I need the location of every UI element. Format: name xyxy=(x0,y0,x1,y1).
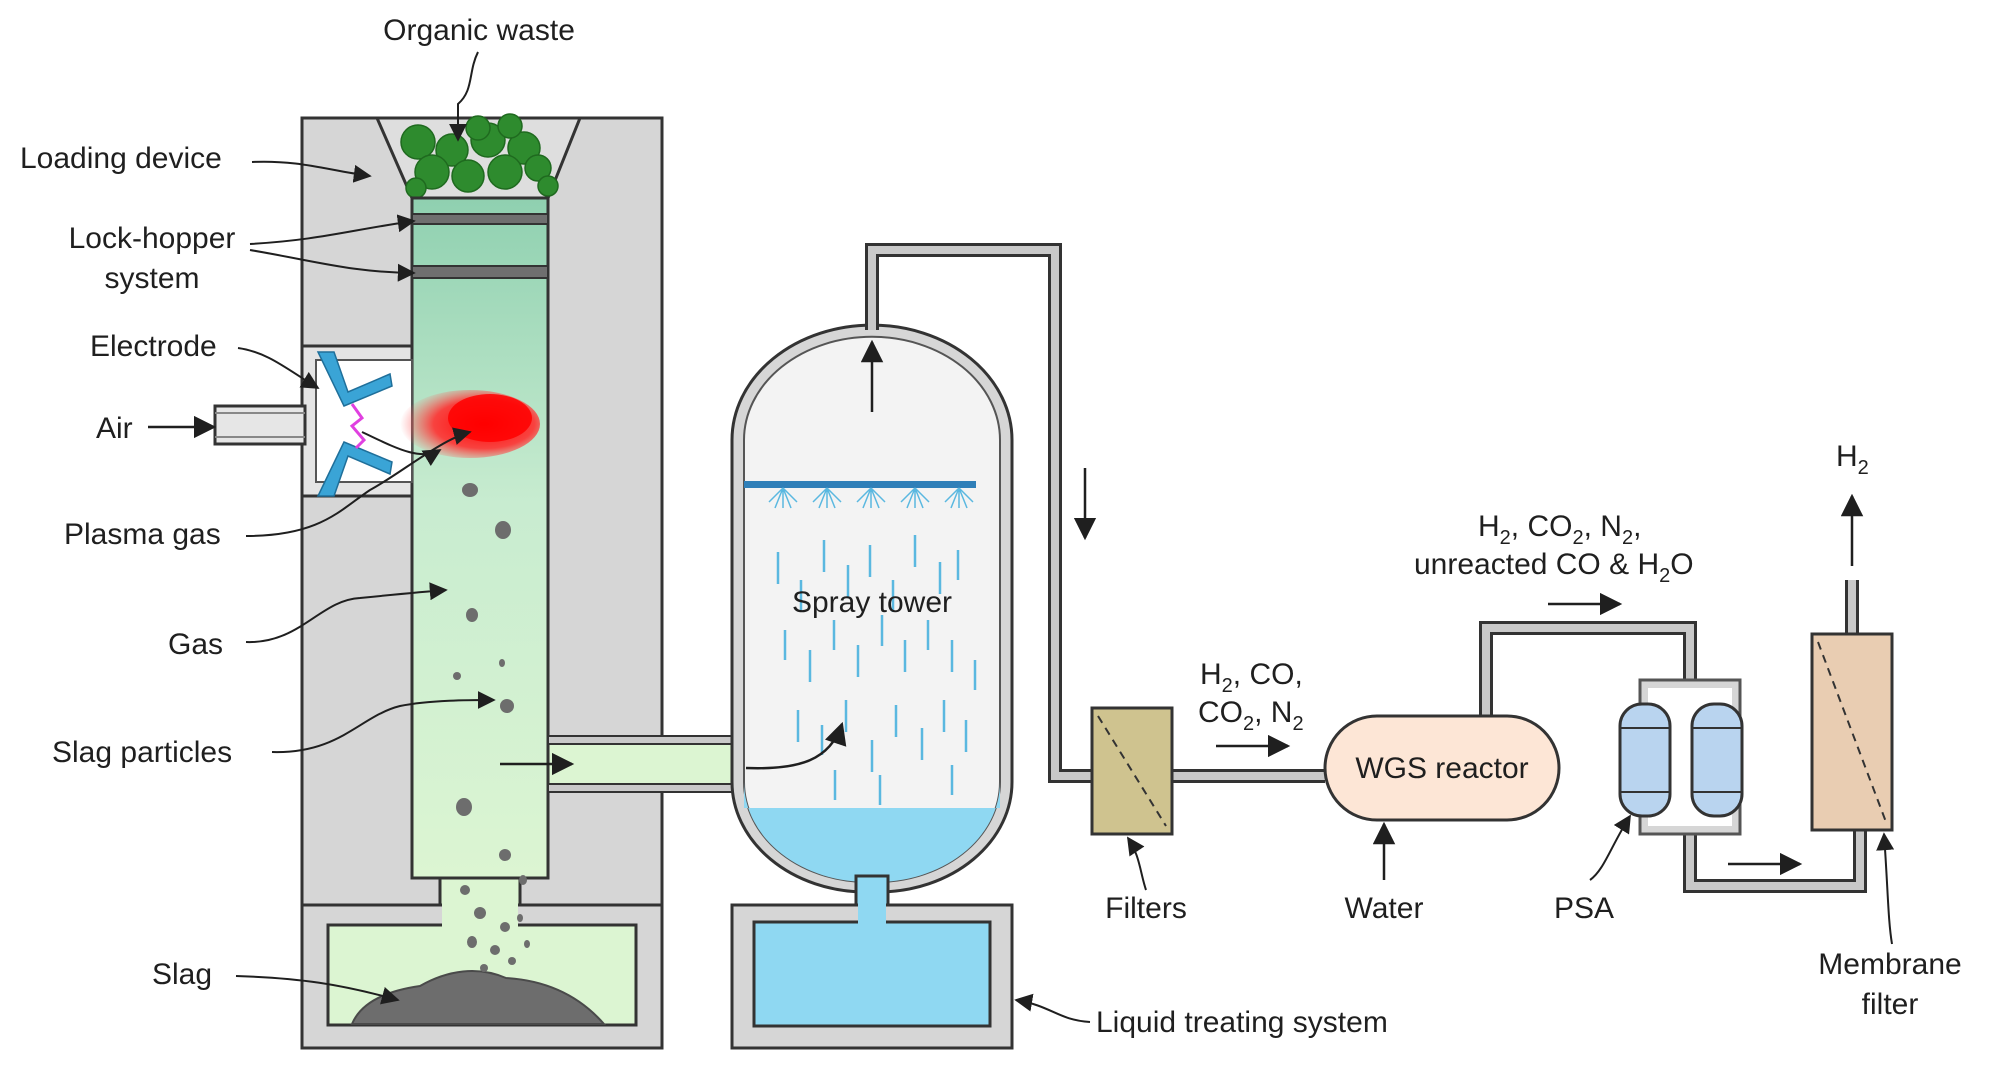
label-air: Air xyxy=(96,412,133,445)
label-membrane-filter-line2: filter xyxy=(1862,988,1919,1021)
label-water: Water xyxy=(1345,892,1424,925)
wgs-reactor xyxy=(1323,714,1561,822)
label-organic-waste: Organic waste xyxy=(383,14,575,47)
label-slag: Slag xyxy=(152,958,212,991)
gas-transfer-pipe xyxy=(865,243,1867,893)
electrode-icon xyxy=(316,351,393,497)
gasifier xyxy=(213,113,790,1050)
label-loading-device: Loading device xyxy=(20,142,222,175)
psa-unit xyxy=(1618,678,1744,836)
water-droplets xyxy=(776,535,977,805)
membrane-box xyxy=(1810,632,1894,832)
flow-arrows xyxy=(148,339,1864,880)
leader-lines xyxy=(235,51,1895,1023)
membrane-filter-unit xyxy=(1810,632,1894,832)
label-psa-feed-line1: H2, CO2, N2, xyxy=(1478,510,1641,549)
label-lock-hopper-line2: system xyxy=(104,262,199,295)
label-gas: Gas xyxy=(168,628,223,661)
spray-nozzle-icons xyxy=(768,487,974,509)
tower-water xyxy=(744,782,1000,883)
label-liquid-treating-system: Liquid treating system xyxy=(1096,1006,1388,1039)
label-psa: PSA xyxy=(1554,892,1614,925)
lock-hopper-valve-lower xyxy=(411,265,549,279)
into-tower-arrow xyxy=(745,721,847,770)
label-psa-feed-line2: unreacted CO & H2O xyxy=(1414,548,1694,587)
air-inlet-pipe xyxy=(213,404,307,446)
label-syngas-line1: H2, CO, xyxy=(1200,658,1303,697)
label-membrane-filter-line1: Membrane xyxy=(1818,948,1961,981)
plasma-arc-icon xyxy=(349,403,367,450)
reactor-column xyxy=(410,196,550,880)
label-plasma-gas: Plasma gas xyxy=(64,518,221,551)
filters-unit xyxy=(1090,706,1174,836)
label-filters: Filters xyxy=(1105,892,1187,925)
lock-hopper-valve-upper xyxy=(411,213,549,225)
label-lock-hopper-line1: Lock-hopper xyxy=(69,222,236,255)
label-h2-product: H2 xyxy=(1836,440,1869,479)
label-syngas-line2: CO2, N2 xyxy=(1198,696,1304,735)
label-slag-particles: Slag particles xyxy=(52,736,232,769)
label-wgs-reactor: WGS reactor xyxy=(1355,752,1528,785)
spray-tower xyxy=(730,323,1014,1050)
psa-vessel-right xyxy=(1690,702,1744,818)
label-spray-tower: Spray tower xyxy=(792,586,952,619)
psa-vessel-left xyxy=(1618,702,1672,818)
spray-header xyxy=(744,481,976,488)
label-electrode: Electrode xyxy=(90,330,217,363)
slag-particles xyxy=(453,483,530,972)
